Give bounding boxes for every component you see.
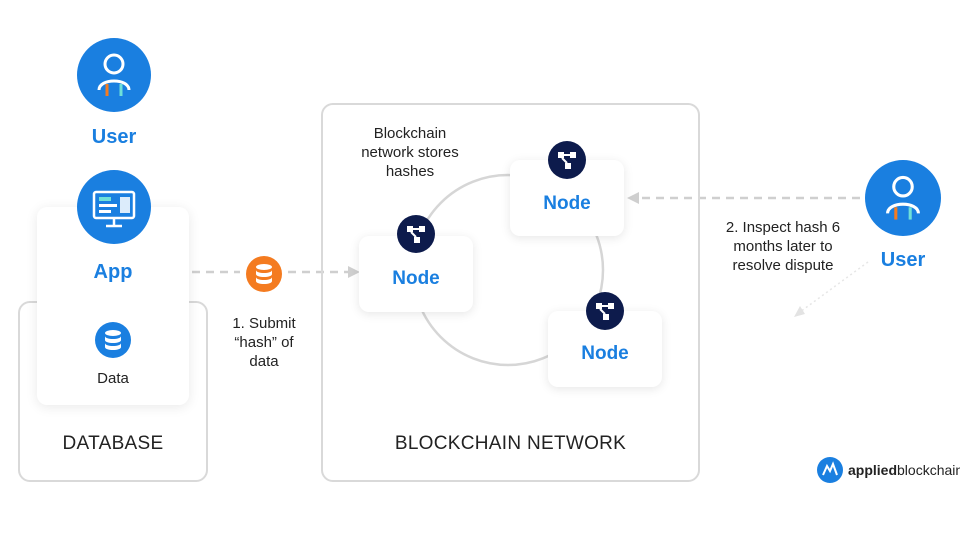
desktop-app-icon <box>77 170 151 244</box>
faint-arrow-line <box>799 261 869 313</box>
node-3-label: Node <box>581 343 629 364</box>
network-node-icon <box>548 141 586 179</box>
logo-text-blockchain: blockchain <box>897 462 960 478</box>
blockchain-network-container <box>321 103 700 482</box>
submit-caption-line-2: “hash” of <box>234 334 294 351</box>
app-label: App <box>93 261 133 283</box>
inspect-caption-line-2: months later to <box>733 238 833 255</box>
user-avatar-icon <box>865 160 941 236</box>
submit-caption-line-1: 1. Submit <box>232 315 296 332</box>
blockchain-network-title: BLOCKCHAIN NETWORK <box>394 433 627 454</box>
network-caption-line-1: Blockchain <box>373 125 447 142</box>
user-left-label: User <box>91 126 137 148</box>
database-icon <box>95 322 131 358</box>
network-node-icon <box>586 292 624 330</box>
database-title: DATABASE <box>62 433 164 454</box>
submit-caption: 1. Submit “hash” of data <box>214 314 314 371</box>
submit-caption-line-3: data <box>249 353 279 370</box>
inspect-caption: 2. Inspect hash 6 months later to resolv… <box>708 218 858 275</box>
network-caption-line-2: network stores <box>361 144 459 161</box>
submit-arrow-head <box>348 266 360 278</box>
logo-mark-icon <box>817 457 843 483</box>
hash-database-icon <box>246 256 282 292</box>
inspect-caption-line-3: resolve dispute <box>732 257 834 274</box>
faint-arrow-head <box>794 306 805 317</box>
node-2-label: Node <box>543 193 591 214</box>
logo-text-applied: applied <box>848 462 898 478</box>
inspect-arrow-head <box>627 192 639 204</box>
node-1-label: Node <box>392 268 440 289</box>
network-caption: Blockchain network stores hashes <box>340 124 480 181</box>
user-avatar-icon <box>77 38 151 112</box>
network-caption-line-3: hashes <box>385 163 435 180</box>
data-label: Data <box>97 370 129 387</box>
network-node-icon <box>397 215 435 253</box>
user-right-label: User <box>880 249 926 271</box>
inspect-caption-line-1: 2. Inspect hash 6 <box>725 219 841 236</box>
